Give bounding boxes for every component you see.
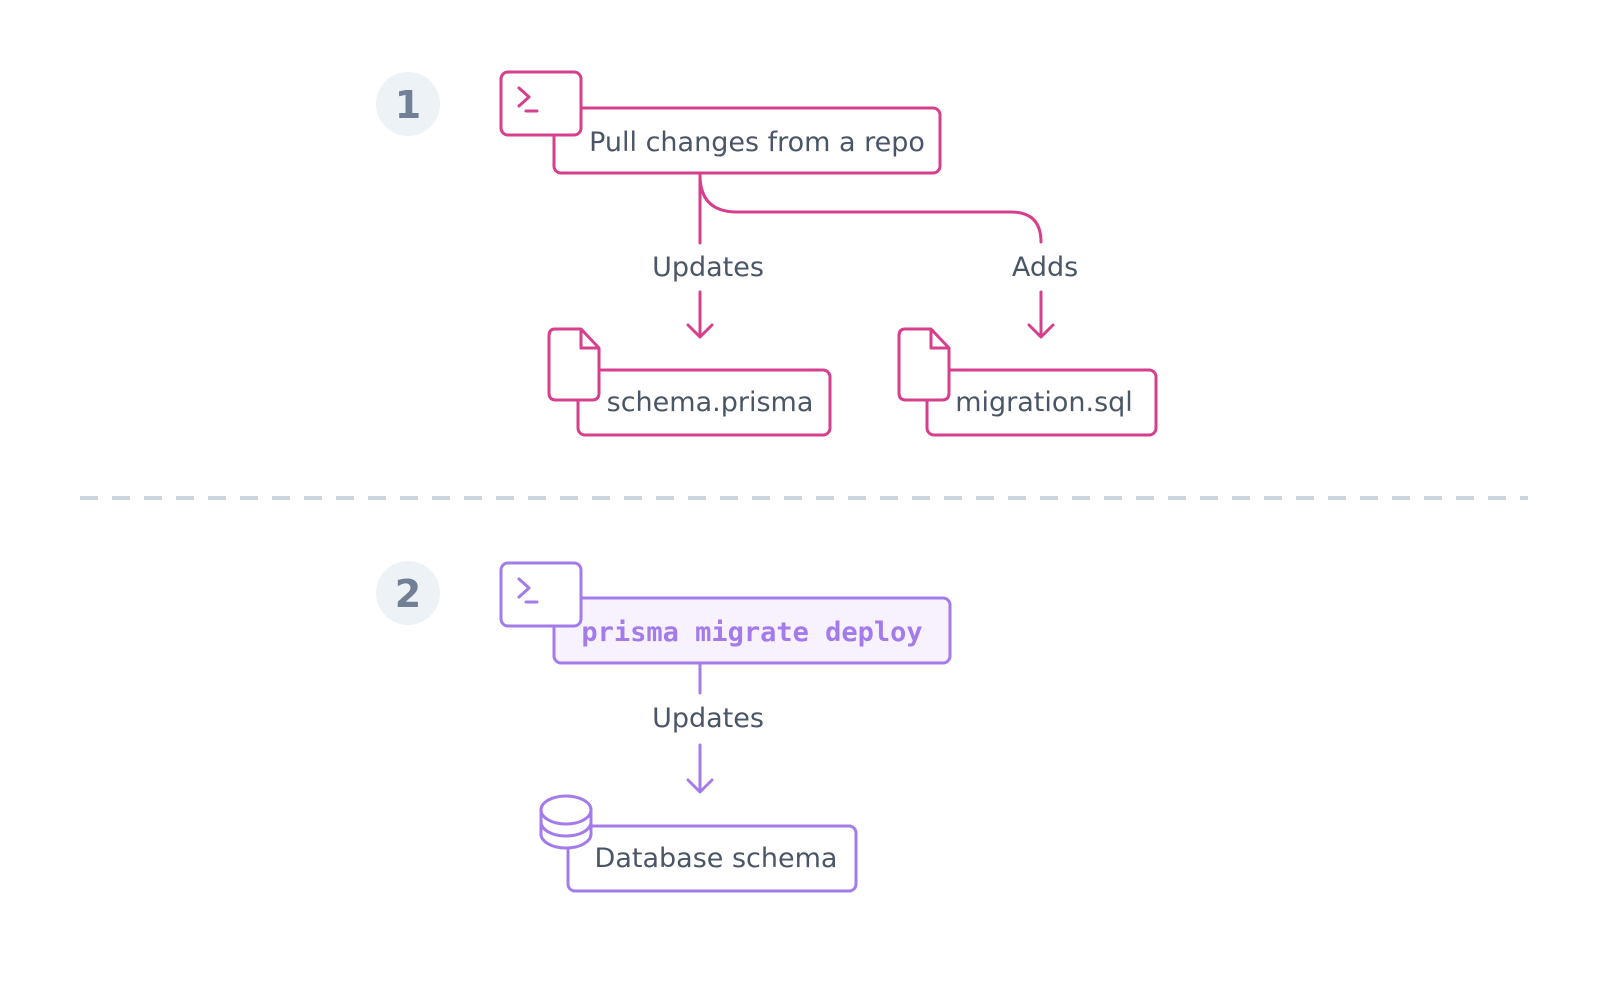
file-label: schema.prisma	[607, 387, 814, 418]
step-number: 2	[395, 572, 421, 616]
database-icon	[539, 794, 593, 850]
file-label-box	[925, 368, 1158, 437]
command-node-pull-changes: Pull changes from a repo	[499, 70, 942, 175]
edge-label-adds: Adds	[1012, 252, 1078, 283]
file-node-schema-prisma: schema.prisma	[547, 327, 832, 437]
edge-label-updates: Updates	[652, 703, 764, 734]
command-node-migrate-deploy: prisma migrate deploy	[499, 561, 952, 665]
step-2: 2 Updates prisma migrate deploy D	[376, 561, 952, 893]
terminal-icon	[517, 86, 539, 113]
step-2-connectors	[686, 661, 714, 794]
database-label: Database schema	[595, 843, 838, 874]
step-number: 1	[395, 83, 421, 127]
step-number-badge	[376, 72, 440, 136]
command-label-box	[552, 106, 942, 175]
terminal-icon-box	[499, 561, 583, 628]
terminal-icon-box	[499, 70, 583, 137]
file-label-box	[576, 368, 832, 437]
file-icon	[547, 327, 601, 402]
terminal-icon	[517, 577, 539, 604]
database-node: Database schema	[539, 794, 858, 893]
command-label-box	[552, 596, 952, 665]
command-label: prisma migrate deploy	[581, 617, 922, 648]
arrow-updates	[686, 743, 714, 794]
command-label: Pull changes from a repo	[589, 127, 925, 158]
connector-adds	[698, 173, 1043, 244]
arrow-adds	[1027, 290, 1055, 339]
file-node-migration-sql: migration.sql	[897, 327, 1158, 437]
edge-label-updates: Updates	[652, 252, 764, 283]
database-label-box	[566, 824, 858, 893]
step-1: 1 Updates Adds Pull changes from a repo …	[376, 70, 1158, 437]
step-1-connectors	[686, 173, 1055, 339]
file-icon	[897, 327, 951, 402]
arrow-updates	[686, 290, 714, 339]
file-label: migration.sql	[955, 387, 1133, 418]
step-number-badge	[376, 561, 440, 625]
